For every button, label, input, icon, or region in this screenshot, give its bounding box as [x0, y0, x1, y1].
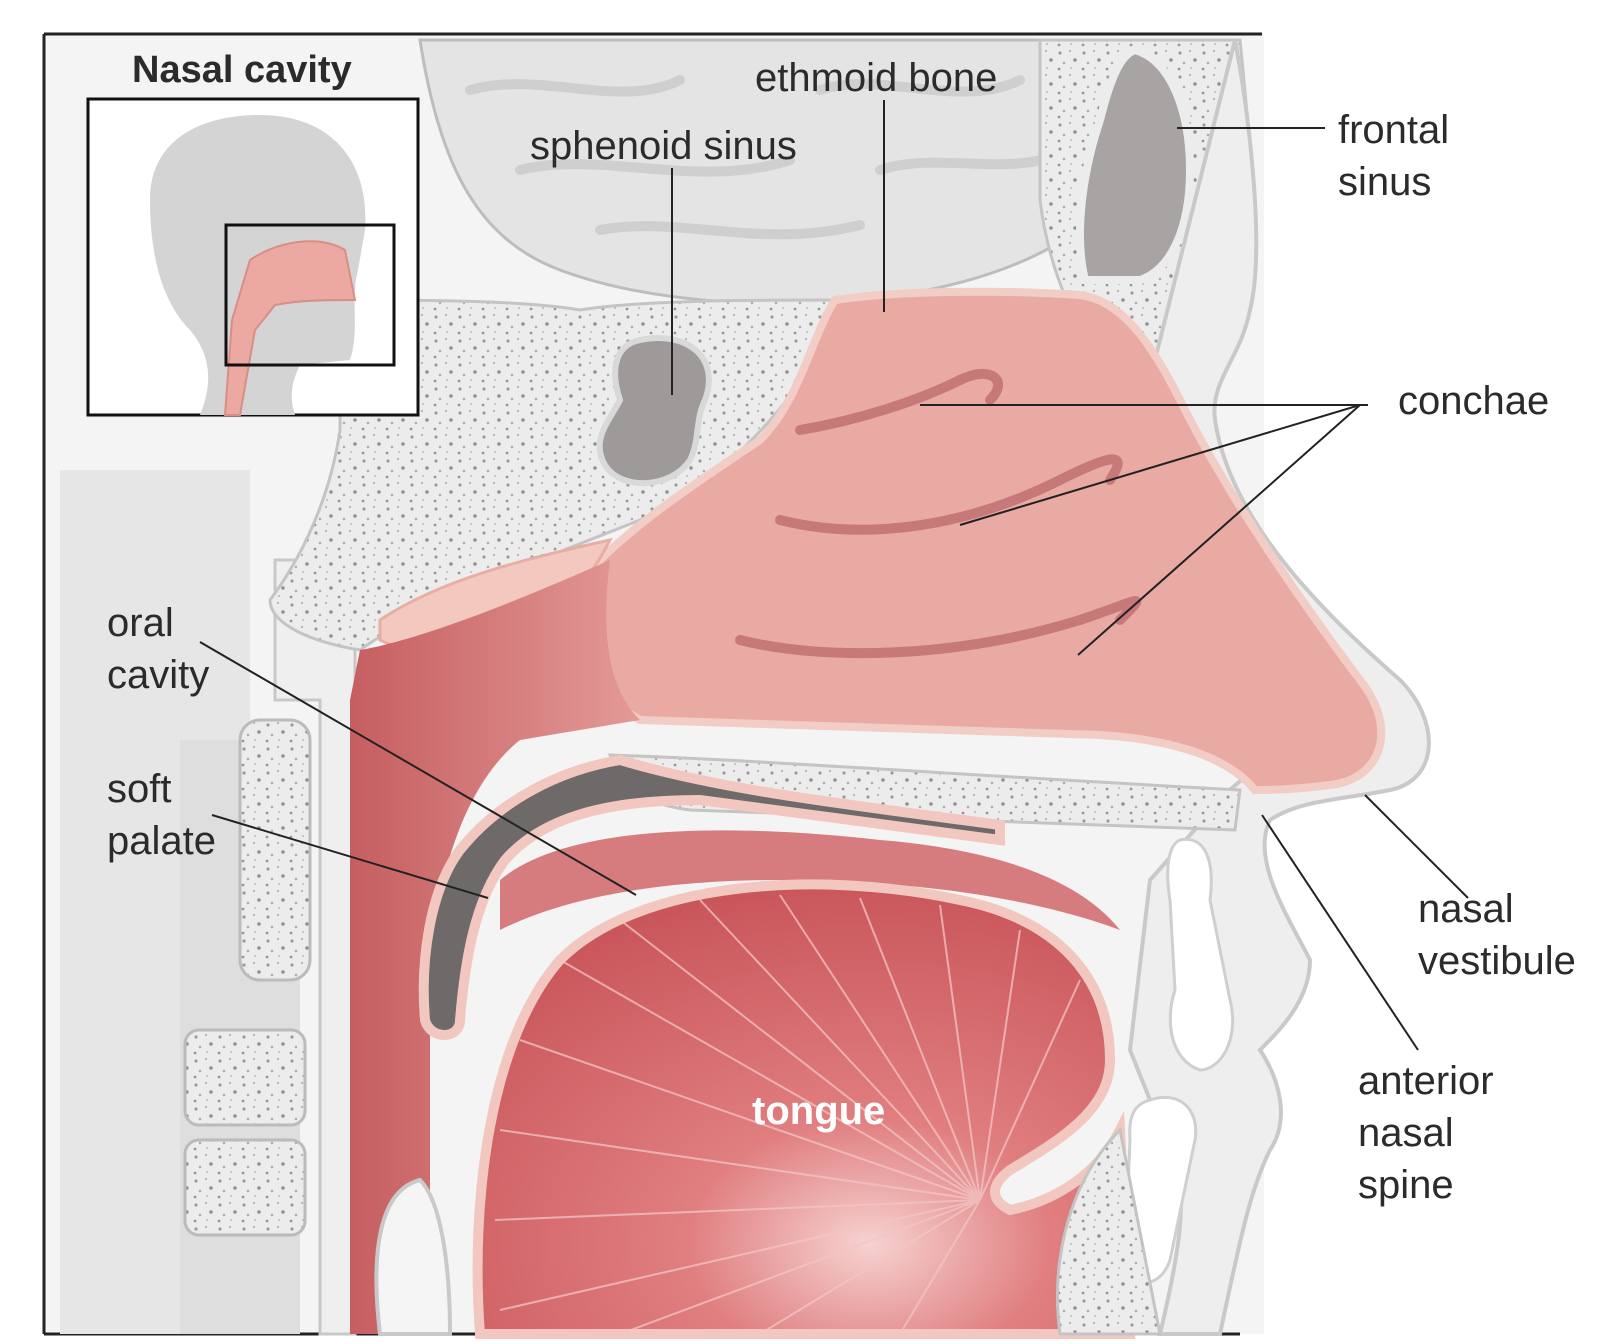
label-tongue: tongue: [752, 1089, 886, 1133]
label-sphenoid-sinus: sphenoid sinus: [530, 124, 797, 168]
label-soft-palate: soft palate: [107, 767, 216, 863]
label-ethmoid-bone: ethmoid bone: [755, 56, 998, 100]
label-conchae: conchae: [1398, 379, 1550, 423]
tongue-fibers: [494, 894, 1081, 1335]
teeth: [1123, 837, 1235, 1284]
pharynx: [350, 560, 640, 1334]
soft-palate: [418, 754, 1005, 1040]
brain-folds: [465, 75, 1075, 240]
leader-soft-palate: [211, 814, 489, 899]
conchae-shapes: [735, 368, 1142, 659]
mandible: [1056, 1126, 1162, 1336]
epiglottis: [374, 1177, 453, 1336]
leader-oral-cavity: [199, 641, 637, 896]
leader-anterior-nasal-spine: [1261, 814, 1419, 1051]
inset-focus-box: [224, 223, 396, 367]
nasal-cavity: [592, 287, 1386, 795]
label-frontal-sinus: frontal sinus: [1338, 108, 1450, 204]
label-anterior-nasal-spine: anterior nasal spine: [1358, 1059, 1494, 1207]
leader-nasal-vestibule: [1364, 794, 1469, 899]
inset-airway: [223, 240, 357, 416]
label-oral-cavity: oral cavity: [107, 601, 210, 697]
sphenoid-sinus: [596, 335, 712, 487]
leader-conchae-3: [1077, 404, 1361, 656]
cervical-spine: [60, 470, 357, 1336]
leader-conchae-2: [959, 404, 1361, 526]
label-nasal-vestibule: nasal vestibule: [1418, 887, 1576, 983]
inset: [86, 97, 420, 417]
leader-lines: [199, 100, 1469, 1051]
inset-title: Nasal cavity: [132, 49, 352, 91]
frontal-sinus: [1076, 45, 1195, 284]
